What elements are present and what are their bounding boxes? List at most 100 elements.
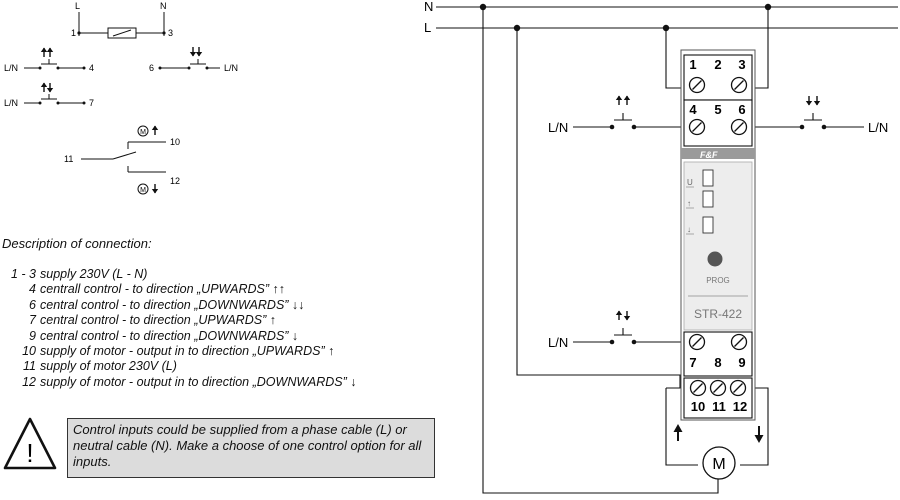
terminal-9: 9 [738, 355, 745, 370]
schematic-pin-3: 3 [168, 28, 173, 38]
arrow-up-icon [615, 309, 623, 321]
led-u [702, 169, 714, 187]
motor-down-icon [137, 183, 149, 195]
ln-right-top: L/N [868, 120, 888, 135]
legend-term: 9 [29, 328, 36, 343]
legend-text: supply of motor - output in to direction… [40, 344, 335, 359]
schematic-pin-6: 6 [149, 63, 154, 73]
arrow-down-icon [754, 435, 764, 443]
arrow-up-icon [46, 46, 54, 58]
led-u-label: U [687, 178, 693, 187]
bus-l-label: L [424, 20, 431, 35]
legend-text: centrall control - to direction „UPWARDS… [40, 282, 285, 297]
terminal-12: 12 [733, 399, 747, 414]
bus-n-label: N [424, 0, 433, 14]
led-up [702, 190, 714, 208]
arrow-up-icon [151, 124, 159, 136]
legend-item: 11 supply of motor 230V (L) [2, 359, 357, 374]
warning-triangle-icon: ! [3, 417, 57, 470]
schematic-pin-4: 4 [89, 63, 94, 73]
arrow-down-icon [805, 95, 813, 107]
legend-item: 9 central control - to direction „DOWNWAR… [2, 329, 357, 344]
wiring [436, 6, 898, 494]
arrow-down-icon [189, 46, 197, 58]
terminal-8: 8 [714, 355, 721, 370]
terminal-11: 11 [712, 399, 726, 414]
arrow-up-icon [623, 94, 631, 106]
prog-label: PROG [706, 276, 730, 285]
screw-terminal-icon [729, 379, 747, 397]
model-label: STR-422 [694, 307, 742, 321]
arrow-up-icon [40, 81, 48, 93]
arrow-down-icon [151, 183, 159, 195]
legend-term: 7 [29, 313, 36, 328]
screw-terminal-icon [730, 118, 748, 136]
screw-terminal-icon [730, 76, 748, 94]
arrow-down-icon [46, 82, 54, 94]
schematic-pin-11: 11 [64, 154, 73, 164]
screw-terminal-icon [688, 118, 706, 136]
legend-text: central control - to direction „UPWARDS”… [40, 313, 276, 328]
motor: M [673, 424, 764, 480]
ln-left-bottom: L/N [548, 335, 568, 350]
screw-terminal-icon [730, 333, 748, 351]
led-down [702, 216, 714, 234]
terminal-10: 10 [691, 399, 705, 414]
legend-term: 1 - 3 [10, 267, 36, 281]
str-422-device: F&F 1 2 3 4 5 6 U ↑ ↓ PROG STR-422 7 8 9… [680, 49, 756, 421]
schematic-n-label: N [160, 1, 167, 11]
motor-symbol-down: M [140, 187, 146, 194]
schematic-ln-7: L/N [4, 98, 18, 108]
warning-symbol: ! [26, 438, 33, 468]
screw-terminal-icon [688, 76, 706, 94]
terminal-7: 7 [689, 355, 696, 370]
junction-dots [479, 3, 827, 345]
connection-legend: 1 - 3 supply 230V (L - N) 4 centrall contr… [2, 267, 357, 390]
prog-button[interactable] [707, 251, 723, 267]
schematic-legend: L N 1 3 L/N 4 6 L/N L/N 7 11 10 12 M [4, 1, 238, 195]
legend-term: 10 [22, 344, 36, 359]
schematic-pin-1: 1 [71, 28, 76, 38]
terminal-1: 1 [689, 57, 696, 72]
screw-terminal-icon [709, 379, 727, 397]
legend-text: supply of motor - output in to direction… [40, 374, 357, 389]
terminal-4: 4 [689, 102, 697, 117]
terminal-6: 6 [738, 102, 745, 117]
led-up-label: ↑ [687, 199, 691, 208]
terminal-2: 2 [714, 57, 721, 72]
legend-term: 6 [29, 297, 36, 312]
arrow-up-icon [615, 94, 623, 106]
description-title: Description of connection: [2, 236, 152, 251]
schematic-pin-10: 10 [170, 137, 180, 147]
motor-up-icon [137, 125, 149, 137]
legend-text: central control - to direction „DOWNWARD… [40, 297, 305, 312]
legend-term: 11 [23, 359, 36, 374]
legend-text: supply 230V (L - N) [40, 267, 148, 281]
schematic-l-label: L [75, 1, 80, 11]
schematic-pin-7: 7 [89, 98, 94, 108]
ln-left-top: L/N [548, 120, 568, 135]
arrow-up-icon [40, 46, 48, 58]
legend-item: 4 centrall control - to direction „UPWARD… [2, 282, 357, 297]
schematic-ln-4: L/N [4, 63, 18, 73]
schematic-ln-6: L/N [224, 63, 238, 73]
schematic-pin-12: 12 [170, 176, 180, 186]
arrow-up-icon [673, 424, 683, 432]
motor-symbol-up: M [140, 129, 146, 136]
terminal-3: 3 [738, 57, 745, 72]
legend-text: central control - to direction „DOWNWARD… [40, 328, 299, 343]
legend-item: 1 - 3 supply 230V (L - N) [2, 267, 357, 282]
arrow-down-icon [623, 310, 631, 322]
legend-item: 12 supply of motor - output in to directi… [2, 374, 357, 390]
warning-note: Control inputs could be supplied from a … [67, 418, 435, 478]
arrow-down-icon [195, 46, 203, 58]
arrow-down-icon [813, 95, 821, 107]
screw-terminal-icon [689, 379, 707, 397]
terminal-5: 5 [714, 102, 721, 117]
led-down-label: ↓ [687, 225, 691, 234]
legend-text: supply of motor 230V (L) [40, 359, 177, 374]
legend-term: 4 [29, 282, 36, 297]
legend-item: 6 central control - to direction „DOWNWAR… [2, 298, 357, 313]
legend-term: 12 [22, 374, 36, 389]
